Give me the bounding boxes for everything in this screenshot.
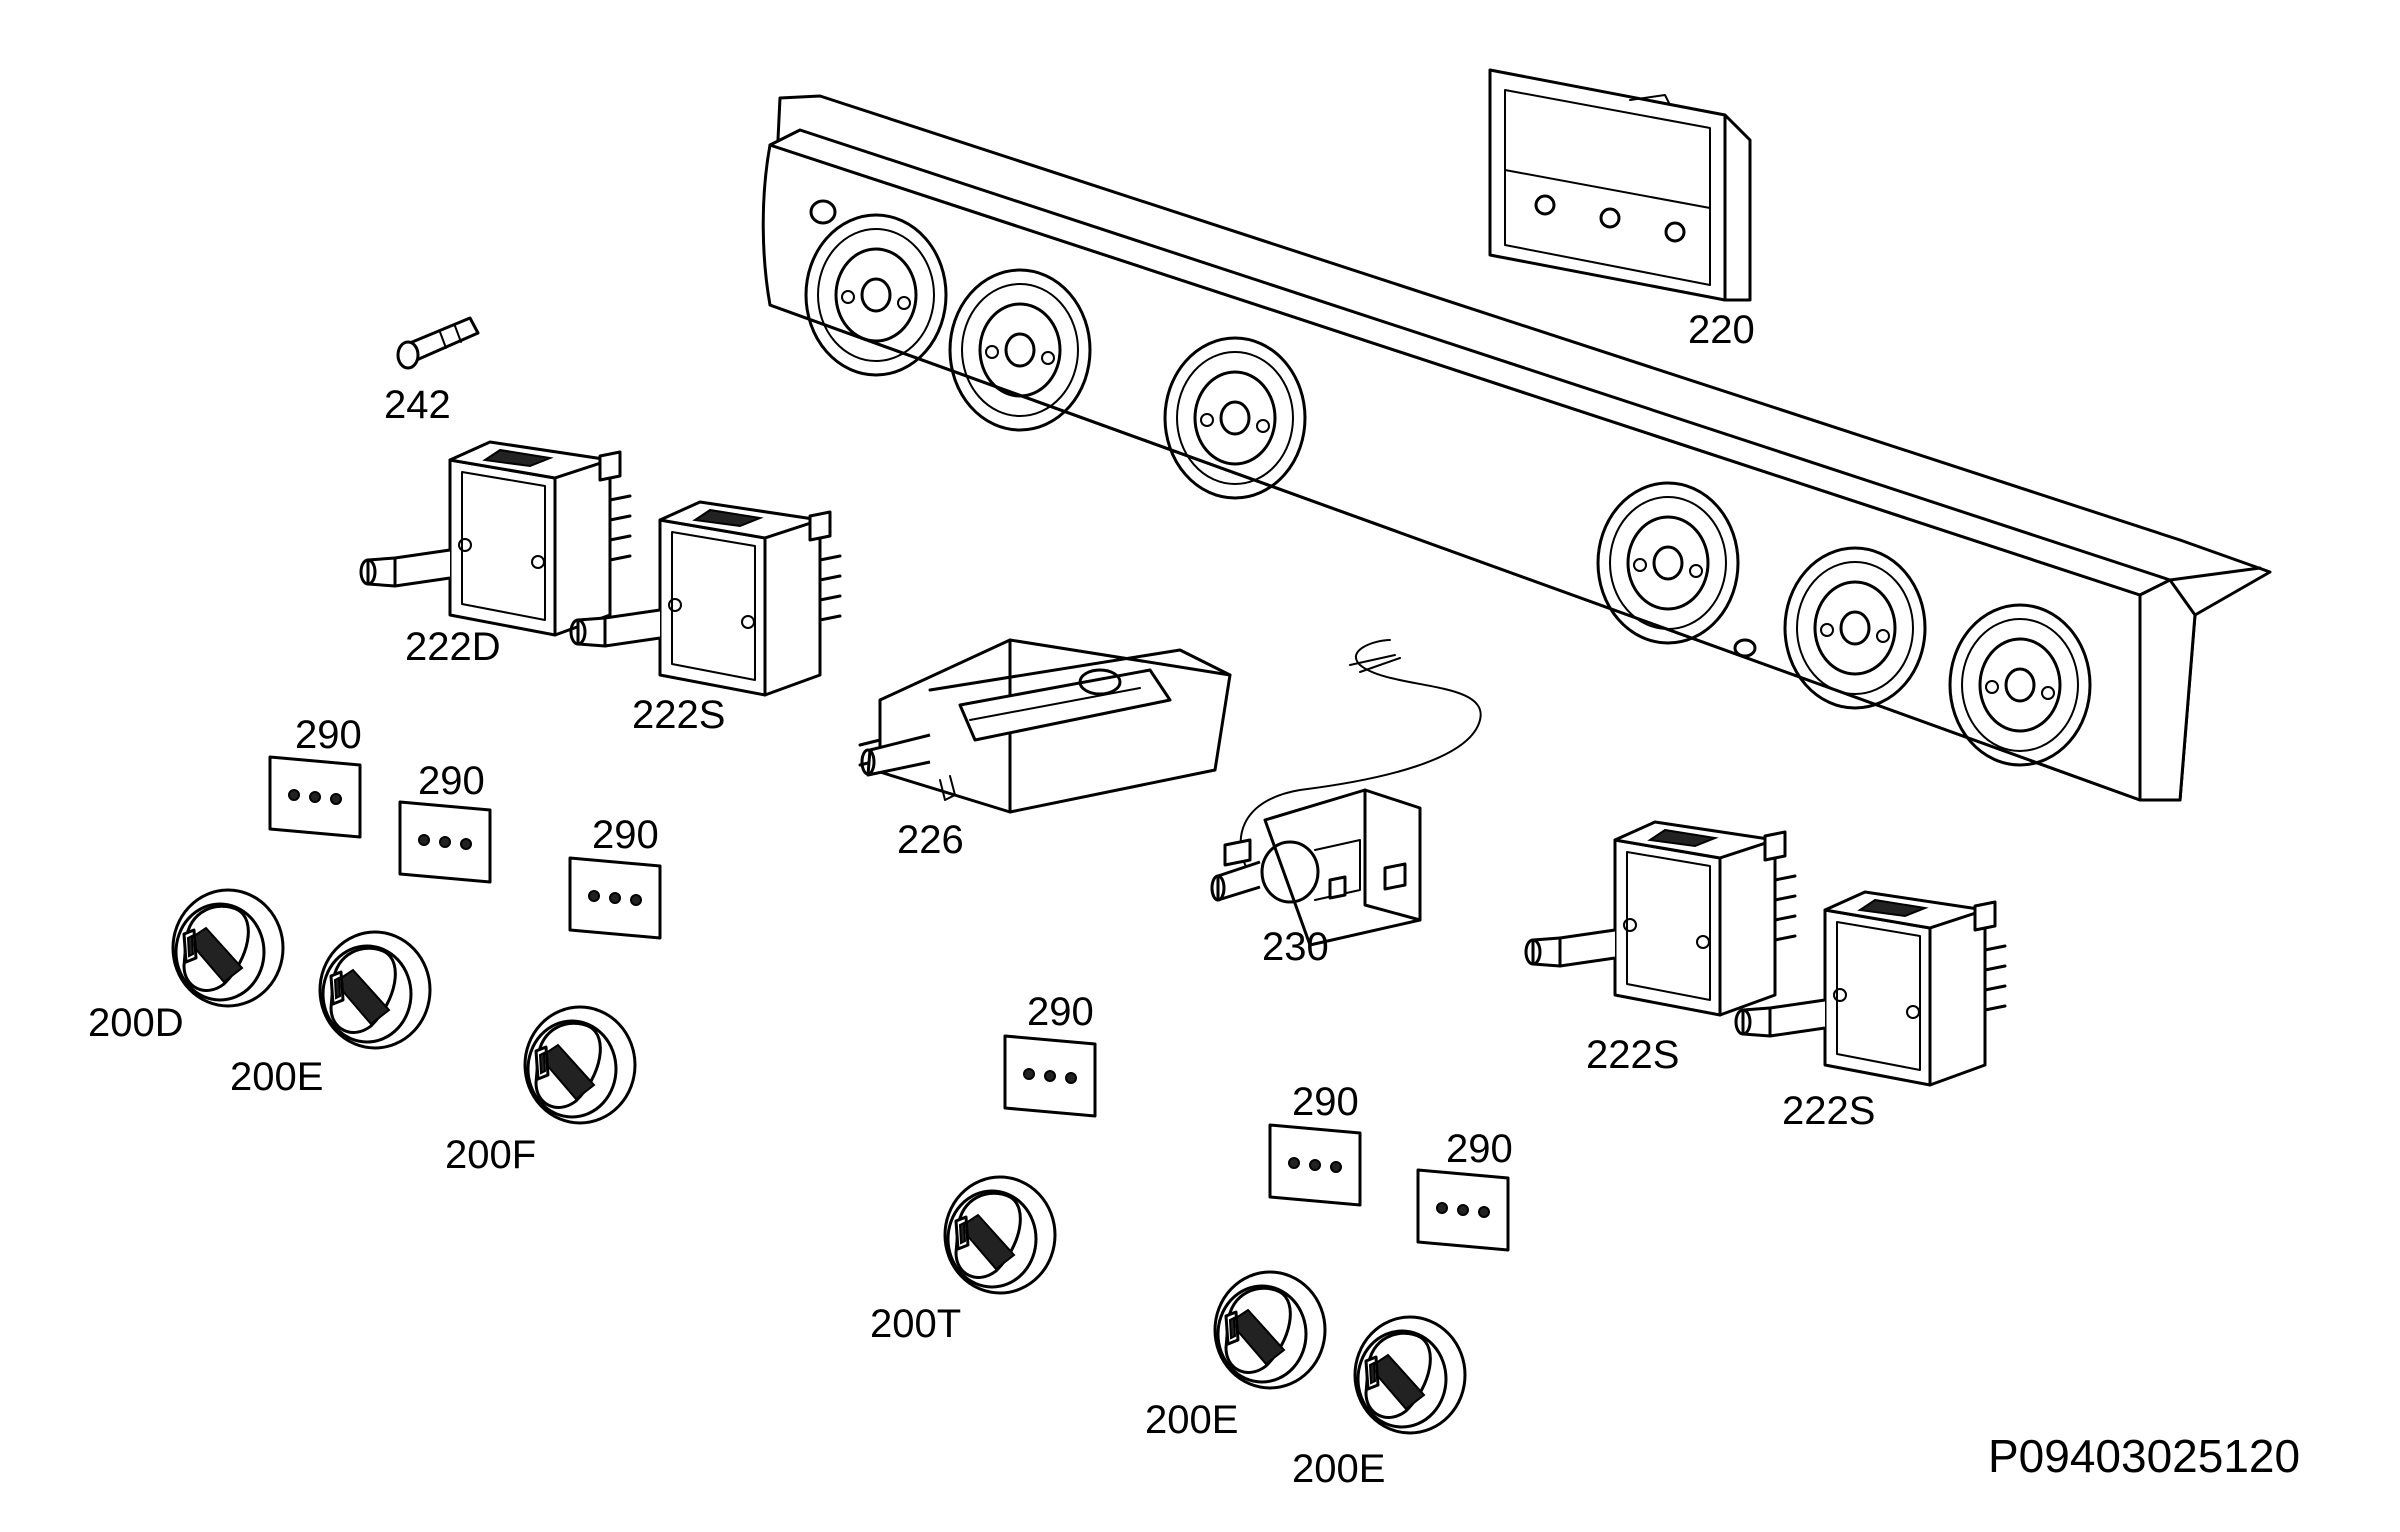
oven-thermostat xyxy=(858,638,1232,814)
spacer-plate xyxy=(1416,1168,1510,1252)
control-knob xyxy=(1213,1270,1327,1390)
label-222S: 222S xyxy=(1586,1033,1679,1077)
control-knob xyxy=(943,1175,1057,1295)
diagram-code: P09403025120 xyxy=(1988,1430,2300,1482)
control-knob xyxy=(1353,1315,1467,1435)
label-200E: 200E xyxy=(1292,1447,1385,1491)
label-290: 290 xyxy=(295,713,362,757)
label-222S: 222S xyxy=(632,693,725,737)
label-200F: 200F xyxy=(445,1133,536,1177)
label-242: 242 xyxy=(384,383,451,427)
label-222D: 222D xyxy=(405,625,501,669)
label-226: 226 xyxy=(897,818,964,862)
control-knob xyxy=(523,1005,637,1125)
control-panel xyxy=(761,94,2272,802)
control-knob xyxy=(171,888,285,1008)
panel-bracket xyxy=(1488,68,1752,302)
label-200D: 200D xyxy=(88,1001,184,1045)
control-knob xyxy=(318,930,432,1050)
label-220: 220 xyxy=(1688,308,1755,352)
label-290: 290 xyxy=(1027,990,1094,1034)
spacer-plate xyxy=(1268,1123,1362,1207)
label-230: 230 xyxy=(1262,925,1329,969)
label-222S: 222S xyxy=(1782,1089,1875,1133)
label-200E: 200E xyxy=(1145,1398,1238,1442)
energy-regulator-right-1 xyxy=(1524,820,1797,1017)
spacer-plate xyxy=(398,800,492,884)
label-290: 290 xyxy=(592,813,659,857)
label-290: 290 xyxy=(418,759,485,803)
spacer-plate xyxy=(1003,1034,1097,1118)
energy-regulator-left xyxy=(359,440,632,637)
label-200E: 200E xyxy=(230,1055,323,1099)
label-200T: 200T xyxy=(870,1302,961,1346)
callout-labels: 220 242 222D 222S 226 230 222S 222S 290 … xyxy=(88,308,2300,1491)
spacer-plate xyxy=(568,856,662,940)
spacer-plate xyxy=(268,755,362,839)
label-290: 290 xyxy=(1446,1127,1513,1171)
pilot-lamp xyxy=(396,316,480,370)
thermostat xyxy=(1210,639,1482,947)
label-290: 290 xyxy=(1292,1080,1359,1124)
